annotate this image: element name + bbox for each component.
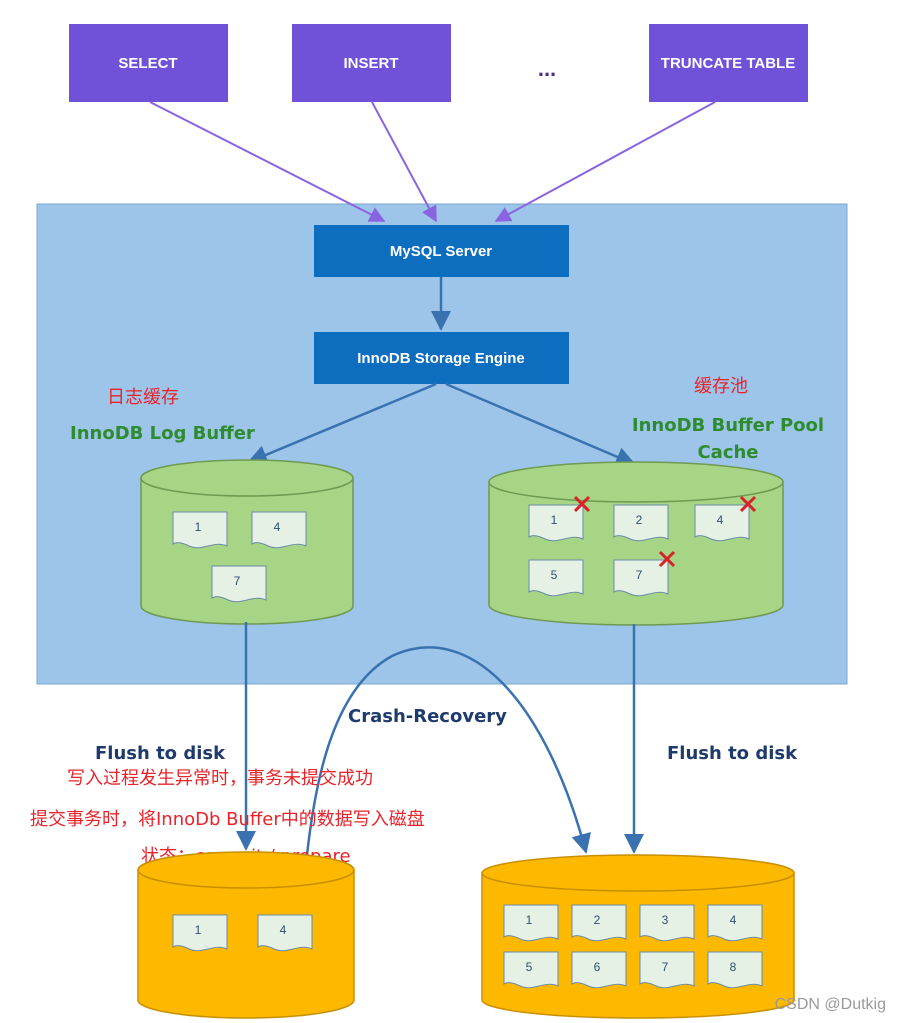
note-exception: 写入过程发生异常时，事务未提交成功 [67, 768, 373, 789]
statement-select: SELECT [69, 24, 228, 102]
page-number: 2 [636, 513, 643, 527]
statement-truncate: TRUNCATE TABLE [649, 24, 808, 102]
arrow-insert-to-server [371, 101, 437, 223]
log-disk-cylinder [137, 851, 355, 1019]
arrow-select-to-server [149, 101, 386, 222]
statement-select-label: SELECT [118, 55, 177, 72]
crash-recovery-arrow [300, 646, 591, 913]
mysql-server-box: MySQL Server [314, 225, 569, 277]
buffer-pool-label-line1: InnoDB Buffer Pool [632, 415, 824, 436]
buffer-pool-pages: 1 2 4 5 7 [528, 495, 757, 597]
page-icon: 1 [528, 495, 591, 542]
statement-insert: INSERT [292, 24, 451, 102]
page-icon: 4 [707, 904, 763, 942]
watermark: CSDN @Dutkig [775, 996, 886, 1013]
page-icon: 7 [211, 565, 267, 603]
page-number: 7 [234, 574, 241, 588]
page-icon: 5 [528, 559, 584, 597]
page-number: 5 [526, 960, 533, 974]
page-number: 5 [551, 568, 558, 582]
arrow-truncate-to-server [494, 101, 716, 222]
data-disk-pages: 1 2 3 4 5 6 7 8 [503, 904, 763, 989]
arrow-engine-to-buffer-pool [445, 382, 636, 467]
page-icon: 7 [613, 550, 676, 597]
page-number: 7 [662, 960, 669, 974]
page-number: 4 [730, 913, 737, 927]
page-icon: 6 [571, 951, 627, 989]
page-number: 2 [594, 913, 601, 927]
statement-ellipsis: ... [538, 56, 556, 81]
page-icon: 7 [639, 951, 695, 989]
log-buffer-pages: 1 4 7 [172, 511, 307, 603]
page-number: 4 [274, 520, 281, 534]
arrow-engine-to-log-buffer [247, 382, 437, 465]
dirty-mark-icon [739, 495, 757, 513]
page-number: 8 [730, 960, 737, 974]
page-number: 4 [717, 513, 724, 527]
page-number: 6 [594, 960, 601, 974]
dirty-mark-icon [573, 495, 591, 513]
page-number: 1 [526, 913, 533, 927]
crash-recovery-label: Crash-Recovery [348, 706, 507, 727]
page-number: 3 [662, 913, 669, 927]
storage-engine-label: InnoDB Storage Engine [357, 350, 525, 367]
note-commit-write: 提交事务时，将InnoDb Buffer中的数据写入磁盘 [30, 809, 425, 830]
page-number: 7 [636, 568, 643, 582]
log-buffer-cn-label: 日志缓存 [107, 387, 179, 408]
page-number: 4 [280, 923, 287, 937]
storage-engine-box: InnoDB Storage Engine [314, 332, 569, 384]
page-icon: 2 [613, 504, 669, 542]
page-icon: 4 [694, 495, 757, 542]
flush-right-label: Flush to disk [667, 743, 798, 764]
page-number: 1 [195, 520, 202, 534]
page-icon: 3 [639, 904, 695, 942]
page-number: 1 [195, 923, 202, 937]
page-icon: 1 [172, 914, 228, 952]
page-icon: 4 [257, 914, 313, 952]
log-buffer-label: InnoDB Log Buffer [70, 423, 255, 444]
buffer-pool-label-line2: Cache [697, 442, 758, 463]
page-icon: 4 [251, 511, 307, 549]
page-icon: 5 [503, 951, 559, 989]
page-icon: 2 [571, 904, 627, 942]
page-icon: 1 [503, 904, 559, 942]
dirty-mark-icon [658, 550, 676, 568]
statement-truncate-label: TRUNCATE TABLE [661, 55, 795, 72]
page-icon: 1 [172, 511, 228, 549]
buffer-pool-cylinder [488, 461, 784, 626]
page-icon: 8 [707, 951, 763, 989]
page-number: 1 [551, 513, 558, 527]
buffer-pool-cn-label: 缓存池 [694, 376, 748, 397]
mysql-server-label: MySQL Server [390, 243, 492, 260]
statement-insert-label: INSERT [343, 55, 398, 72]
flush-left-label: Flush to disk [95, 743, 226, 764]
